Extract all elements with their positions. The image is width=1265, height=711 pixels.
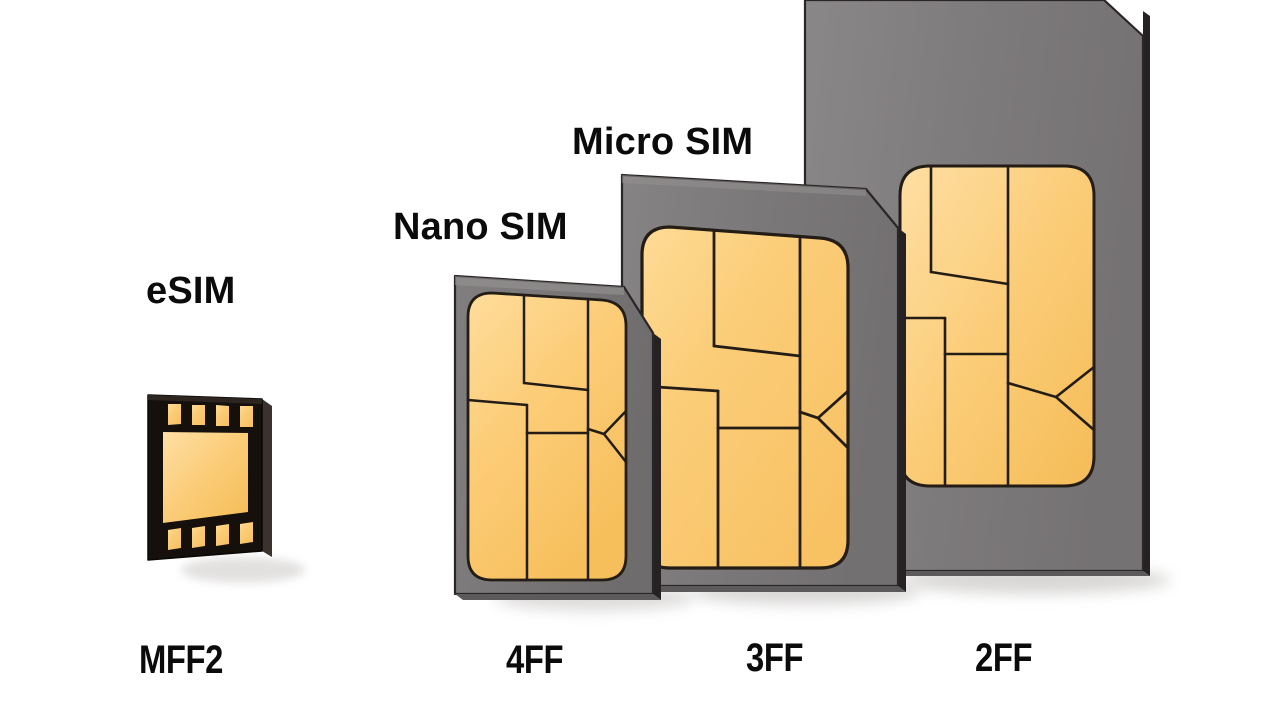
esim-pad [192,526,205,548]
contact-3ff-outline [640,225,850,570]
card-3ff-edge [898,228,906,592]
card-2ff-edge [1143,11,1150,576]
esim-pads-bottom [168,522,253,550]
label-nano-sim: Nano SIM [393,206,568,248]
esim-pad [216,524,229,546]
contact-4ff-outline [466,291,628,582]
esim-pad [240,522,253,544]
esim-pad [192,405,205,425]
esim-chip-mff2 [147,394,272,561]
card-4ff-top-bevel [455,276,624,295]
sim-card-2ff [803,0,1150,576]
label-mff2: MFF2 [139,638,223,682]
label-3ff: 3FF [746,636,804,680]
label-esim: eSIM [146,270,236,312]
card-4ff-edge [653,333,661,600]
card-3ff-bottom-edge [622,586,906,592]
contact-3ff [640,225,850,570]
contact-4ff-lines [466,294,628,582]
esim-die-pad [163,432,248,523]
esim-pad [168,528,181,550]
label-2ff: 2FF [975,636,1033,680]
label-4ff: 4FF [506,638,564,682]
sim-card-4ff [453,274,661,600]
contact-4ff [466,291,628,582]
card-3ff-top-bevel [622,175,866,196]
contact-2ff-lines [898,165,1096,488]
card-4ff-bottom-edge [455,594,661,600]
label-micro-sim: Micro SIM [572,121,754,163]
esim-pad [168,404,181,425]
esim-pad [216,405,229,426]
sim-card-3ff [620,173,906,592]
esim-edge [262,399,272,557]
shadow-esim [181,557,305,583]
esim-top-bevel [148,395,262,404]
esim-pad [240,406,253,427]
esim-pads-top [168,404,253,427]
contact-2ff [898,164,1096,488]
contact-2ff-outline [898,164,1096,488]
contact-3ff-lines [640,229,850,570]
